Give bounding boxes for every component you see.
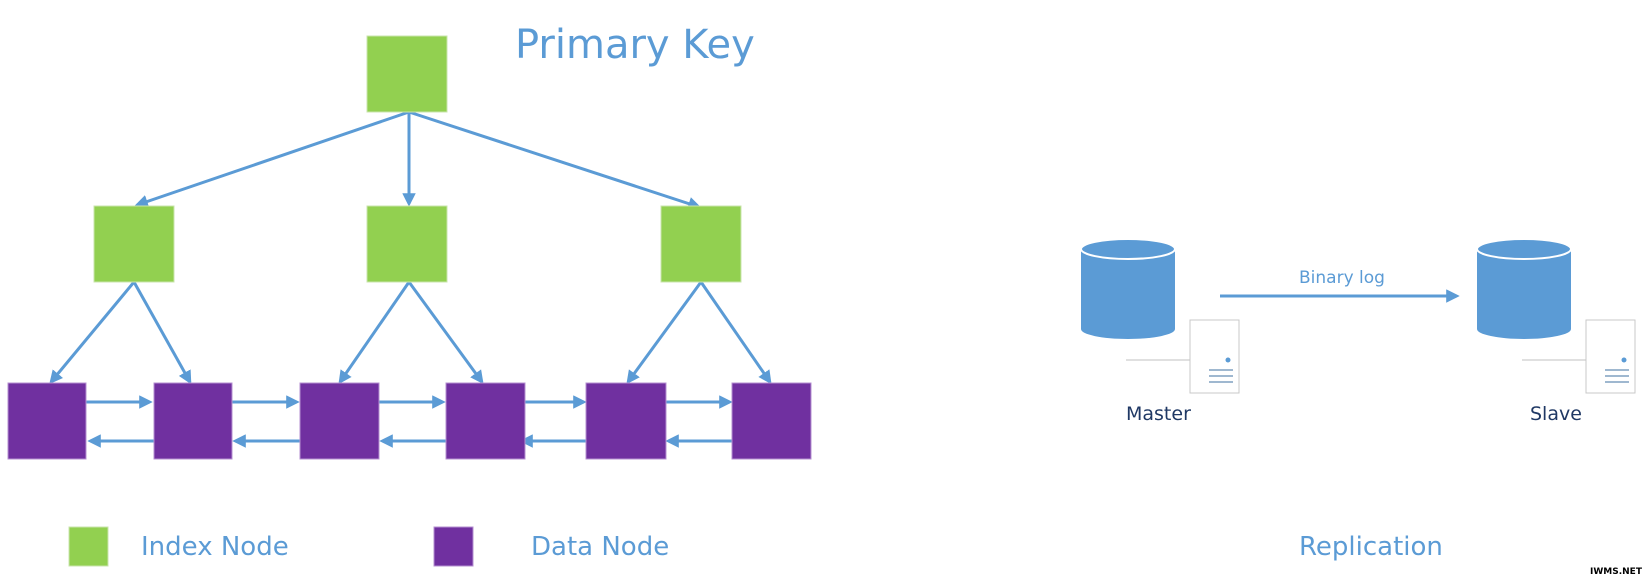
replication-title: Replication: [1299, 532, 1443, 562]
edge-root-to-index-left: [134, 110, 410, 208]
database-icon: [1476, 238, 1572, 339]
edge-index-middle-to-data-3: [338, 281, 411, 385]
binary-log-label: Binary log: [1299, 268, 1385, 288]
edge-index-right-to-data-6: [699, 281, 772, 385]
root-edges: [134, 110, 702, 211]
database-icon: [1080, 238, 1176, 339]
edge-index-left-to-data-1: [49, 281, 136, 385]
master-label: Master: [1126, 403, 1191, 425]
edge-index-left-to-data-2: [132, 281, 192, 385]
server-icon: [1189, 319, 1240, 394]
master-group: Master: [1080, 238, 1240, 425]
index-node-middle: [366, 205, 448, 283]
legend-index-swatch: [68, 526, 109, 567]
legend-data-label: Data Node: [531, 532, 669, 562]
data-node-2: [153, 382, 233, 460]
data-node-3: [299, 382, 380, 460]
slave-label: Slave: [1530, 403, 1582, 425]
data-node-5: [585, 382, 667, 460]
legend-data-swatch: [433, 526, 474, 567]
index-node-left: [93, 205, 175, 283]
server-icon: [1585, 319, 1636, 394]
data-node-6: [731, 382, 812, 460]
watermark: IWMS.NET: [1590, 567, 1642, 577]
data-node-1: [7, 382, 87, 460]
index-node-root: [366, 35, 448, 113]
diagram-title: Primary Key: [515, 22, 755, 68]
edge-root-to-index-right: [408, 110, 702, 211]
data-node-4: [445, 382, 526, 460]
slave-group: Slave: [1476, 238, 1636, 425]
legend-index-label: Index Node: [141, 532, 289, 562]
edge-index-middle-to-data-4: [407, 281, 484, 385]
index-node-right: [660, 205, 742, 283]
edge-index-right-to-data-5: [626, 281, 703, 385]
legend: Index Node Data Node: [68, 526, 669, 567]
leaf-links: [86, 395, 733, 448]
index-to-data-edges: [49, 281, 772, 385]
